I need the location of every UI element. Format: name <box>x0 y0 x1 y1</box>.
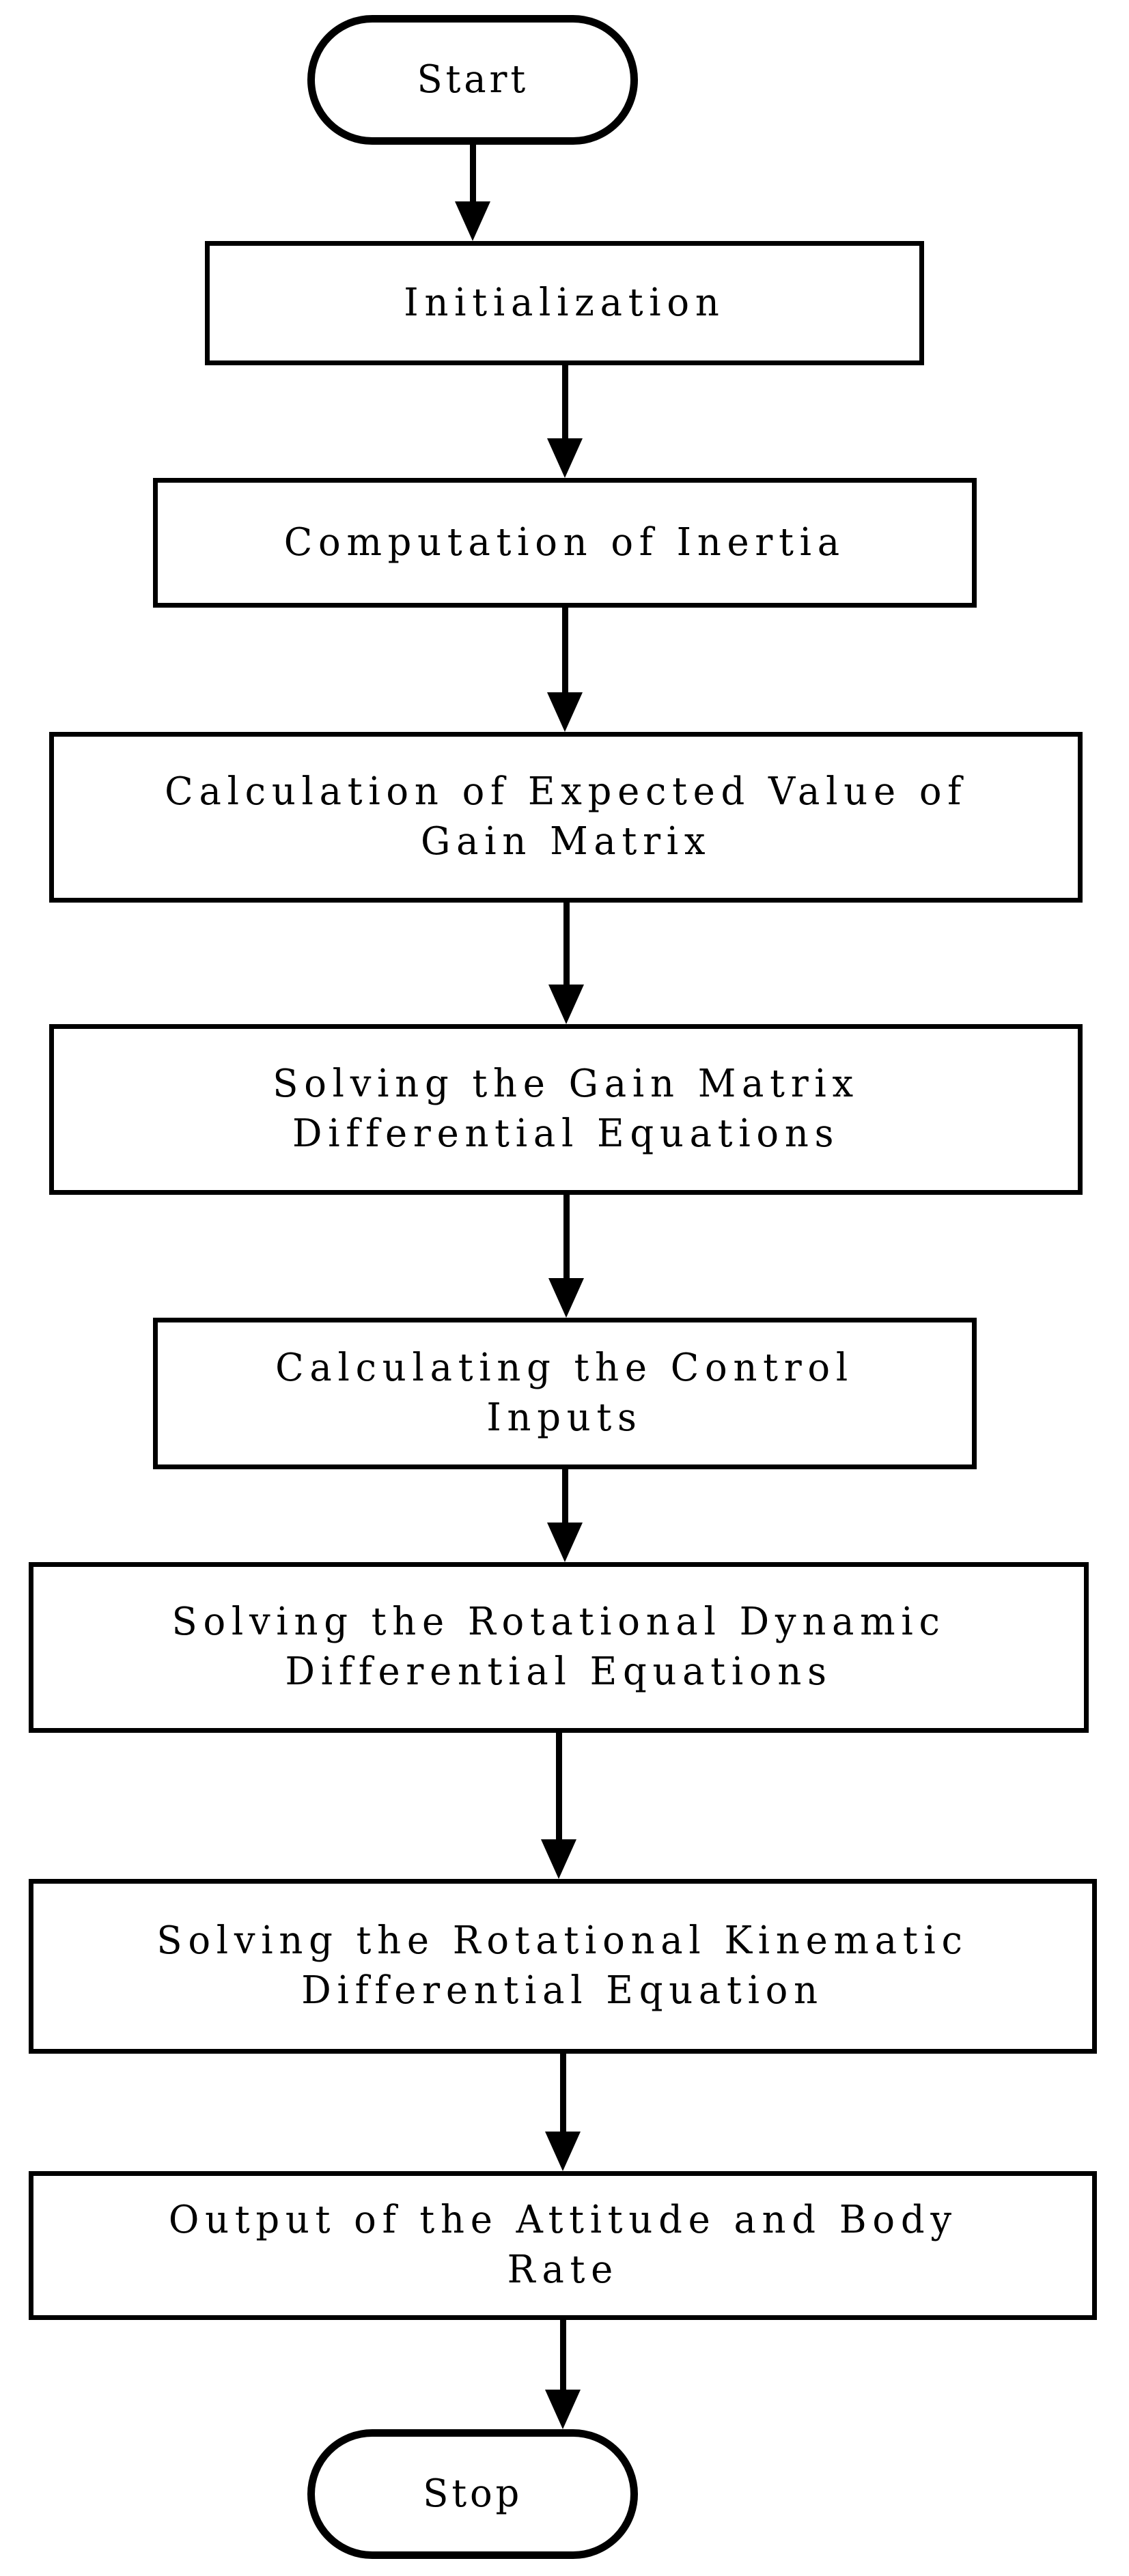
arrow-line <box>562 1469 568 1524</box>
arrow-head-down-icon <box>547 692 583 732</box>
flow-arrow-output-of-the-attitude-and-body-rate-to-stop <box>535 2320 590 2429</box>
node-label-solving-the-rotational-dynamic-differential-equations: Solving the Rotational Dynamic Different… <box>171 1600 946 1694</box>
arrow-line <box>563 1195 570 1279</box>
node-label-start: Start <box>417 57 529 102</box>
arrow-line <box>561 365 568 440</box>
flow-arrow-computation-of-inertia-to-calculation-of-expected-value-of-gain-matrix <box>538 608 592 732</box>
arrow-head-down-icon <box>541 1839 576 1879</box>
flowchart-node-solving-the-gain-matrix-differential-equations[interactable]: Solving the Gain Matrix Differential Equ… <box>49 1024 1083 1195</box>
node-label-solving-the-rotational-kinematic-differential-equation: Solving the Rotational Kinematic Differe… <box>156 1919 969 2013</box>
flowchart-node-stop[interactable]: Stop <box>307 2429 638 2559</box>
flowchart-node-initialization[interactable]: Initialization <box>205 241 924 365</box>
arrow-line <box>556 1733 562 1841</box>
arrow-head-down-icon <box>547 1523 583 1562</box>
flowchart-node-start[interactable]: Start <box>307 15 638 145</box>
arrow-head-down-icon <box>548 1278 584 1318</box>
flowchart-node-calculation-of-expected-value-of-gain-matrix[interactable]: Calculation of Expected Value of Gain Ma… <box>49 732 1083 903</box>
arrow-line <box>562 608 568 694</box>
node-label-calculating-the-control-inputs: Calculating the Control Inputs <box>275 1346 854 1440</box>
flow-arrow-start-to-initialization <box>445 145 500 241</box>
flowchart-node-calculating-the-control-inputs[interactable]: Calculating the Control Inputs <box>153 1318 977 1469</box>
flowchart-node-solving-the-rotational-dynamic-differential-equations[interactable]: Solving the Rotational Dynamic Different… <box>29 1562 1089 1733</box>
arrow-head-down-icon <box>546 438 583 478</box>
arrow-head-down-icon <box>545 2390 581 2429</box>
arrow-line <box>560 2320 566 2391</box>
arrow-head-down-icon <box>548 985 584 1024</box>
flow-arrow-solving-the-rotational-kinematic-differential-equation-to-output-of-the-attitude-and-body-rate <box>535 2054 590 2171</box>
arrow-line <box>470 145 476 203</box>
arrow-head-down-icon <box>455 201 490 241</box>
flow-arrow-initialization-to-computation-of-inertia <box>538 365 592 478</box>
node-label-calculation-of-expected-value-of-gain-matrix: Calculation of Expected Value of Gain Ma… <box>165 769 967 864</box>
arrow-line <box>563 903 570 986</box>
flow-arrow-calculating-the-control-inputs-to-solving-the-rotational-dynamic-differential-equations <box>538 1469 592 1562</box>
node-label-solving-the-gain-matrix-differential-equations: Solving the Gain Matrix Differential Equ… <box>273 1062 859 1156</box>
node-label-output-of-the-attitude-and-body-rate: Output of the Attitude and Body Rate <box>168 2198 958 2292</box>
node-label-computation-of-inertia: Computation of Inertia <box>283 520 846 565</box>
flowchart-node-output-of-the-attitude-and-body-rate[interactable]: Output of the Attitude and Body Rate <box>29 2171 1097 2320</box>
node-label-initialization: Initialization <box>404 280 725 325</box>
flow-arrow-solving-the-rotational-dynamic-differential-equations-to-solving-the-rotational-kinematic-differential-equation <box>531 1733 586 1879</box>
arrow-head-down-icon <box>545 2132 581 2171</box>
flowchart-node-computation-of-inertia[interactable]: Computation of Inertia <box>153 478 977 608</box>
arrow-line <box>560 2054 566 2133</box>
node-label-stop: Stop <box>423 2471 522 2516</box>
flowchart-node-solving-the-rotational-kinematic-differential-equation[interactable]: Solving the Rotational Kinematic Differe… <box>29 1879 1097 2054</box>
flow-arrow-calculation-of-expected-value-of-gain-matrix-to-solving-the-gain-matrix-differential-equations <box>539 903 594 1024</box>
flow-arrow-solving-the-gain-matrix-differential-equations-to-calculating-the-control-inputs <box>539 1195 594 1318</box>
